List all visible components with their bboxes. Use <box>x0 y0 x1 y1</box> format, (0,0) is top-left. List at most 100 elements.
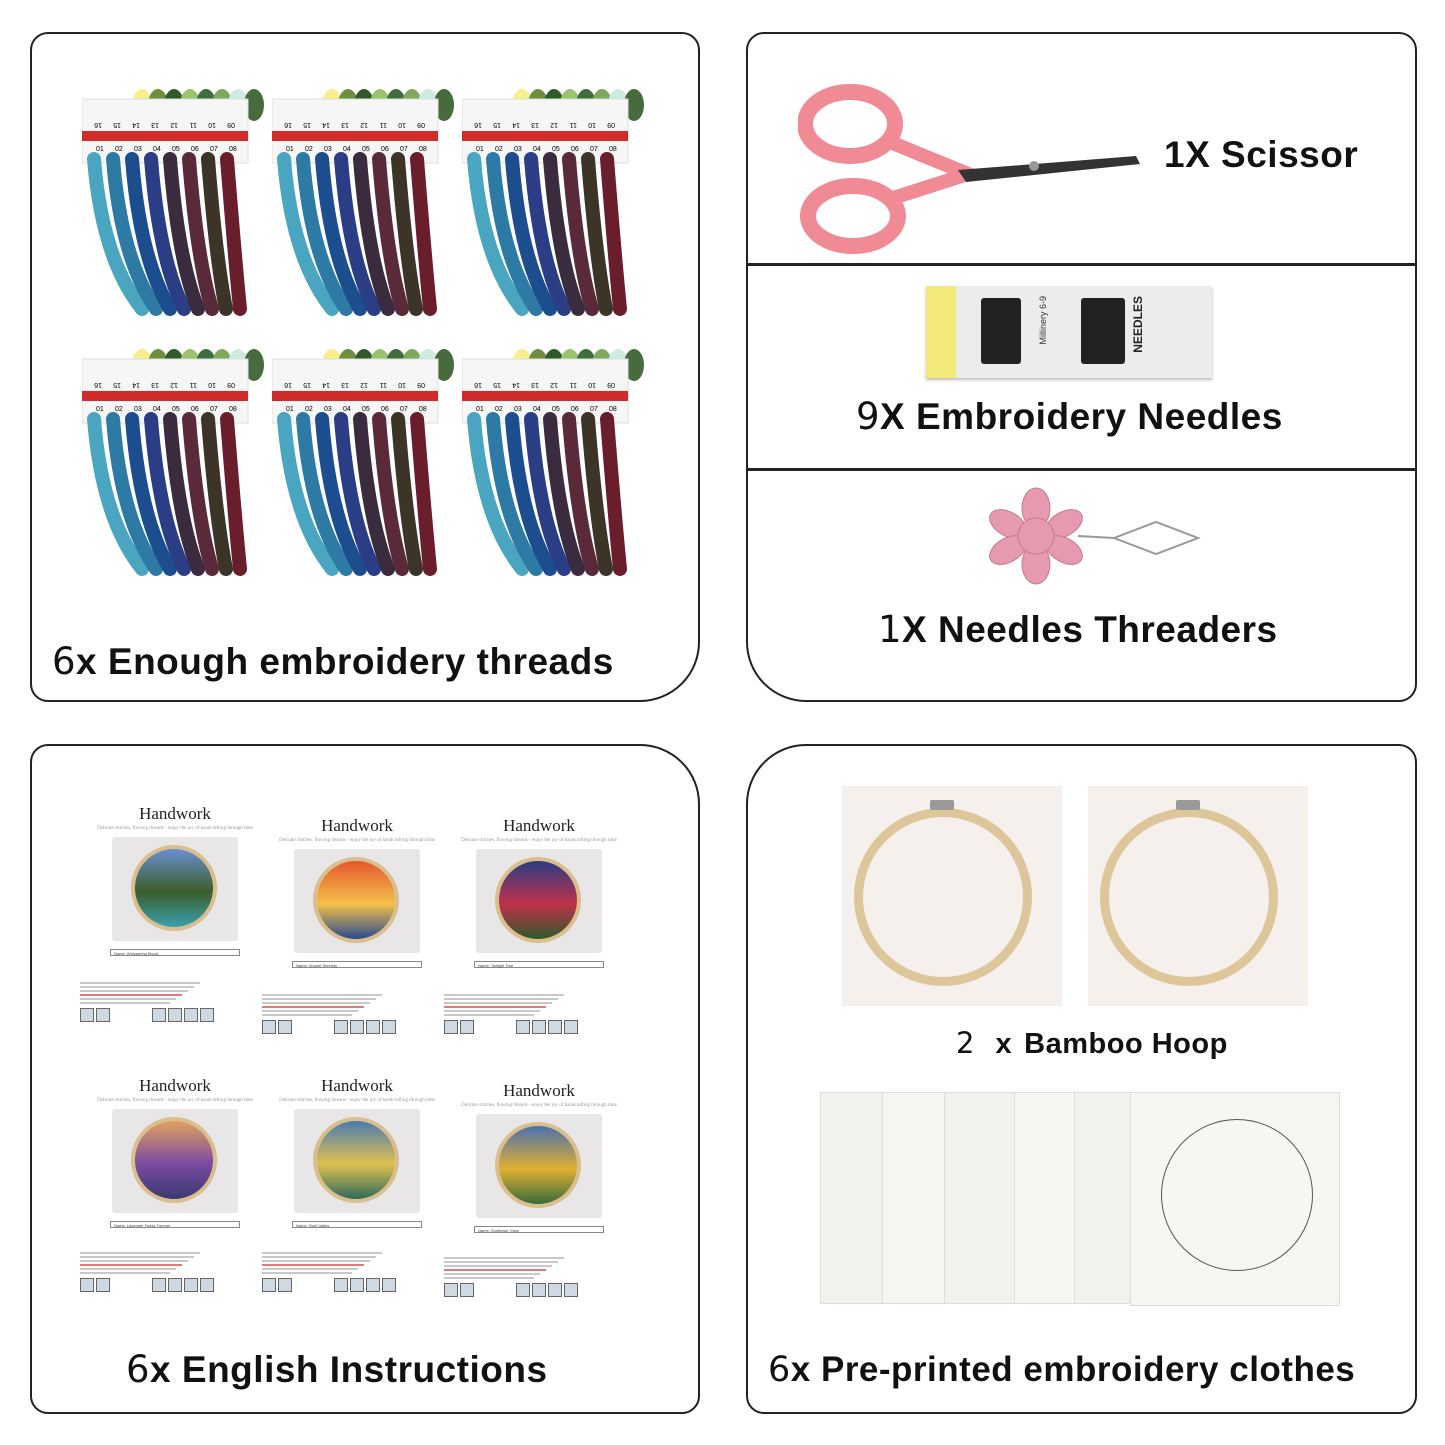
thread-skein-bottom <box>505 412 557 576</box>
tips-step-thumb <box>168 1278 182 1292</box>
thread-skein-bottom <box>486 152 543 316</box>
thread-number-top: 13 <box>531 121 539 128</box>
sheet-subtitle: Delicate stitches, flowing threads - enj… <box>461 838 617 843</box>
thread-number-bottom: 03 <box>514 406 522 413</box>
thread-number-bottom: 07 <box>590 146 598 153</box>
tips-steps <box>262 1278 452 1297</box>
thread-skein-bottom <box>220 412 247 576</box>
tips-step-thumb <box>96 1008 110 1022</box>
thread-number-bottom: 03 <box>514 146 522 153</box>
thread-number-top: 12 <box>550 121 558 128</box>
thread-number-bottom: 07 <box>590 406 598 413</box>
tips-line <box>444 1261 558 1263</box>
tips-line <box>262 1006 364 1008</box>
tips-step-thumb <box>96 1278 110 1292</box>
thread-number-bottom: 08 <box>419 406 427 413</box>
thread-skein-bottom <box>144 412 191 576</box>
thread-card-stripe <box>462 391 628 401</box>
thread-number-bottom: 05 <box>172 146 180 153</box>
thread-skein-bottom <box>372 412 409 576</box>
thread-number-top: 16 <box>284 381 292 388</box>
tips-line <box>80 990 188 992</box>
tips-step-thumb <box>350 1020 364 1034</box>
thread-skein-top <box>434 89 454 121</box>
thread-number-bottom: 07 <box>210 146 218 153</box>
sheet-tips <box>80 980 270 1050</box>
thread-skein-bottom <box>353 412 395 576</box>
tips-steps <box>80 1278 270 1297</box>
thread-skein-bottom <box>391 152 423 316</box>
thread-number-bottom: 08 <box>609 146 617 153</box>
tips-step-thumb <box>168 1008 182 1022</box>
tips-step-thumb <box>516 1283 530 1297</box>
thread-number-bottom: 06 <box>571 146 579 153</box>
thread-number-top: 15 <box>493 121 501 128</box>
thread-skein-bottom <box>581 412 613 576</box>
thread-skein-bottom <box>600 152 627 316</box>
thread-number-bottom: 06 <box>191 146 199 153</box>
thread-number-top: 15 <box>303 121 311 128</box>
divider-2 <box>748 468 1415 471</box>
tips-step-thumb <box>152 1278 166 1292</box>
tips-step-thumb <box>278 1278 292 1292</box>
thread-number-bottom: 01 <box>96 146 104 153</box>
sheet-photo <box>476 1114 602 1218</box>
thread-number-top: 15 <box>493 381 501 388</box>
thread-number-bottom: 08 <box>229 406 237 413</box>
tips-step-thumb <box>80 1008 94 1022</box>
tips-step-thumb <box>366 1020 380 1034</box>
thread-skein-bottom <box>87 412 149 576</box>
sheet-hoop-art <box>313 1117 399 1203</box>
sheet-photo <box>294 1109 420 1213</box>
thread-skein-bottom <box>562 412 599 576</box>
thread-skein-bottom <box>315 152 367 316</box>
sheet-tips <box>262 1250 452 1320</box>
thread-number-top: 12 <box>360 121 368 128</box>
tips-line <box>444 1006 546 1008</box>
thread-number-bottom: 05 <box>172 406 180 413</box>
sheet-title: Handwork <box>139 804 211 823</box>
tips-steps <box>444 1283 634 1302</box>
tips-line <box>80 994 182 996</box>
tips-step-thumb <box>564 1283 578 1297</box>
thread-number-top: 15 <box>303 381 311 388</box>
tips-step-thumb <box>184 1278 198 1292</box>
thread-number-top: 12 <box>170 121 178 128</box>
sheet-title: Handwork <box>503 1081 575 1100</box>
thread-number-bottom: 02 <box>305 146 313 153</box>
thread-number-top: 12 <box>360 381 368 388</box>
thread-skein-bottom <box>296 152 353 316</box>
tips-step-thumb <box>460 1283 474 1297</box>
thread-skein-bottom <box>600 412 627 576</box>
needle-pack-label: NEEDLES <box>1131 296 1145 353</box>
tips-step-thumb <box>382 1020 396 1034</box>
thread-number-top: 12 <box>170 381 178 388</box>
thread-skein-bottom <box>182 412 219 576</box>
tips-line <box>262 1264 364 1266</box>
thread-number-top: 14 <box>512 121 520 128</box>
tips-line <box>444 994 564 996</box>
sheet-name: Name: Sunset Serenity <box>292 961 422 968</box>
thread-number-top: 11 <box>190 381 197 388</box>
thread-skein-bottom <box>277 412 339 576</box>
tips-line <box>80 1264 182 1266</box>
thread-number-top: 13 <box>151 381 159 388</box>
thread-number-bottom: 04 <box>153 406 161 413</box>
thread-number-top: 16 <box>284 121 292 128</box>
thread-skein-bottom <box>467 152 529 316</box>
thread-number-top: 14 <box>512 381 520 388</box>
needle-pack-yellow-strip <box>926 286 956 378</box>
thread-number-bottom: 07 <box>400 406 408 413</box>
thread-number-top: 13 <box>341 381 349 388</box>
thread-number-top: 16 <box>474 381 482 388</box>
sheet-hoop-art <box>495 857 581 943</box>
sheet-hoop-art <box>495 1122 581 1208</box>
tips-step-thumb <box>184 1008 198 1022</box>
tips-line <box>262 994 382 996</box>
thread-skein-bottom <box>296 412 353 576</box>
